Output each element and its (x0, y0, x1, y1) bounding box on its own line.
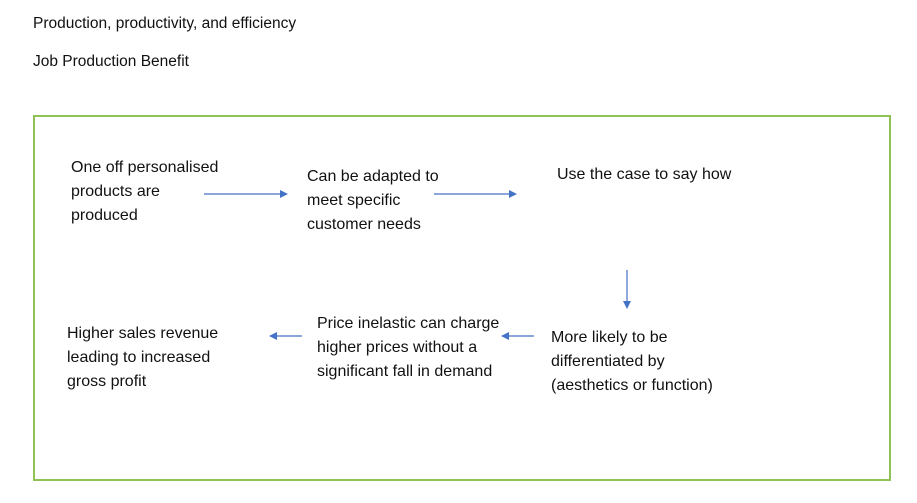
node-use-case: Use the case to say how (557, 163, 731, 187)
node-text-line: (aesthetics or function) (551, 377, 713, 394)
node-text-line: Price inelastic can charge (317, 315, 500, 332)
node-text-line: meet specific (307, 192, 401, 209)
node-text-line: higher prices without a (317, 339, 478, 356)
node-text-line: One off personalised (71, 159, 219, 176)
node-price-inelastic: Price inelastic can charge higher prices… (317, 312, 499, 384)
node-text-line: produced (71, 207, 138, 224)
diagram-frame (33, 115, 891, 481)
node-text-line: customer needs (307, 216, 421, 233)
page-subtitle: Job Production Benefit (33, 53, 189, 70)
node-text-line: gross profit (67, 373, 147, 390)
node-text-line: significant fall in demand (317, 363, 493, 380)
node-text-line: More likely to be (551, 329, 668, 346)
node-text-line: leading to increased (67, 349, 211, 366)
node-higher-revenue: Higher sales revenue leading to increase… (67, 322, 218, 394)
node-one-off-products: One off personalised products are produc… (71, 156, 218, 228)
node-text-line: products are (71, 183, 160, 200)
node-text-line: Higher sales revenue (67, 325, 219, 342)
node-differentiated: More likely to be differentiated by (aes… (551, 326, 713, 398)
node-text-line: differentiated by (551, 353, 665, 370)
node-adapted-to-needs: Can be adapted to meet specific customer… (307, 165, 439, 237)
page-title: Production, productivity, and efficiency (33, 15, 297, 32)
node-text-line: Use the case to say how (557, 166, 732, 183)
node-text-line: Can be adapted to (307, 168, 439, 185)
